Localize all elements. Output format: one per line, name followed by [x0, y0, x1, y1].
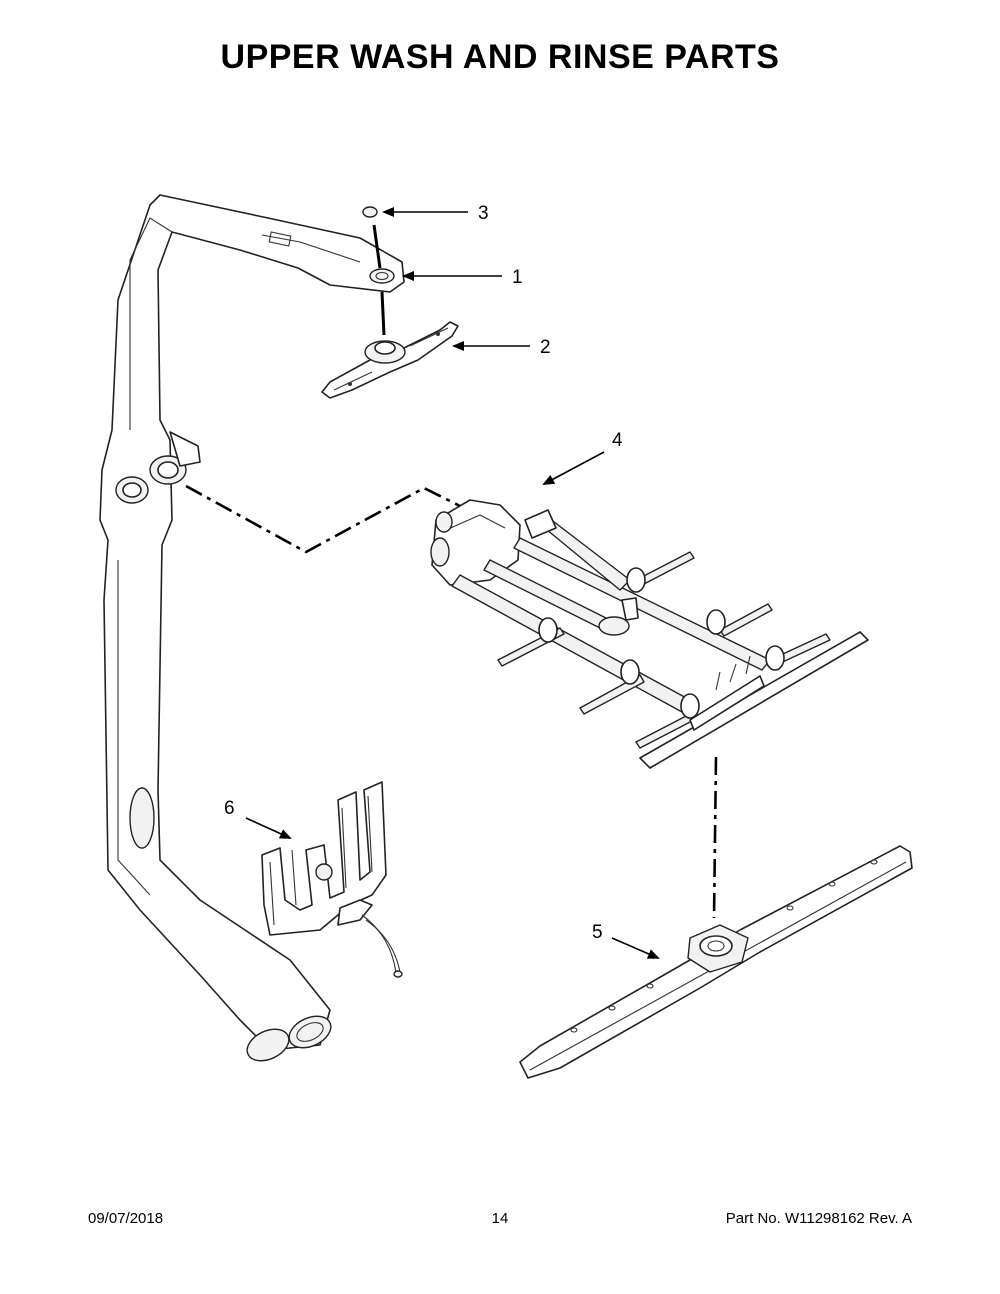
- callout-5: 5: [592, 922, 603, 943]
- footer-page-number: 14: [491, 1210, 509, 1227]
- part-1-hub: [369, 268, 395, 336]
- supply-tube-assembly: [99, 194, 405, 1062]
- part-5-lower-spray-arm: [519, 845, 913, 1079]
- part-6-spray-head: [261, 781, 403, 978]
- footer-date: 09/07/2018: [88, 1210, 164, 1227]
- callout-labels: 3 1 2 4 6 5: [224, 203, 623, 943]
- callout-4: 4: [612, 430, 623, 451]
- part-3-cap: [362, 206, 382, 269]
- connection-lines: [185, 484, 718, 919]
- callout-2: 2: [540, 337, 551, 358]
- callout-6: 6: [224, 798, 235, 819]
- part-4-manifold-assembly: [430, 499, 869, 769]
- callout-1: 1: [512, 267, 523, 288]
- callout-3: 3: [478, 203, 489, 224]
- page-title: UPPER WASH AND RINSE PARTS: [220, 38, 780, 76]
- leader-lines: [245, 207, 660, 959]
- footer-part-number: Part No. W11298162 Rev. A: [725, 1210, 912, 1227]
- part-2-upper-spray-arm: [321, 321, 459, 399]
